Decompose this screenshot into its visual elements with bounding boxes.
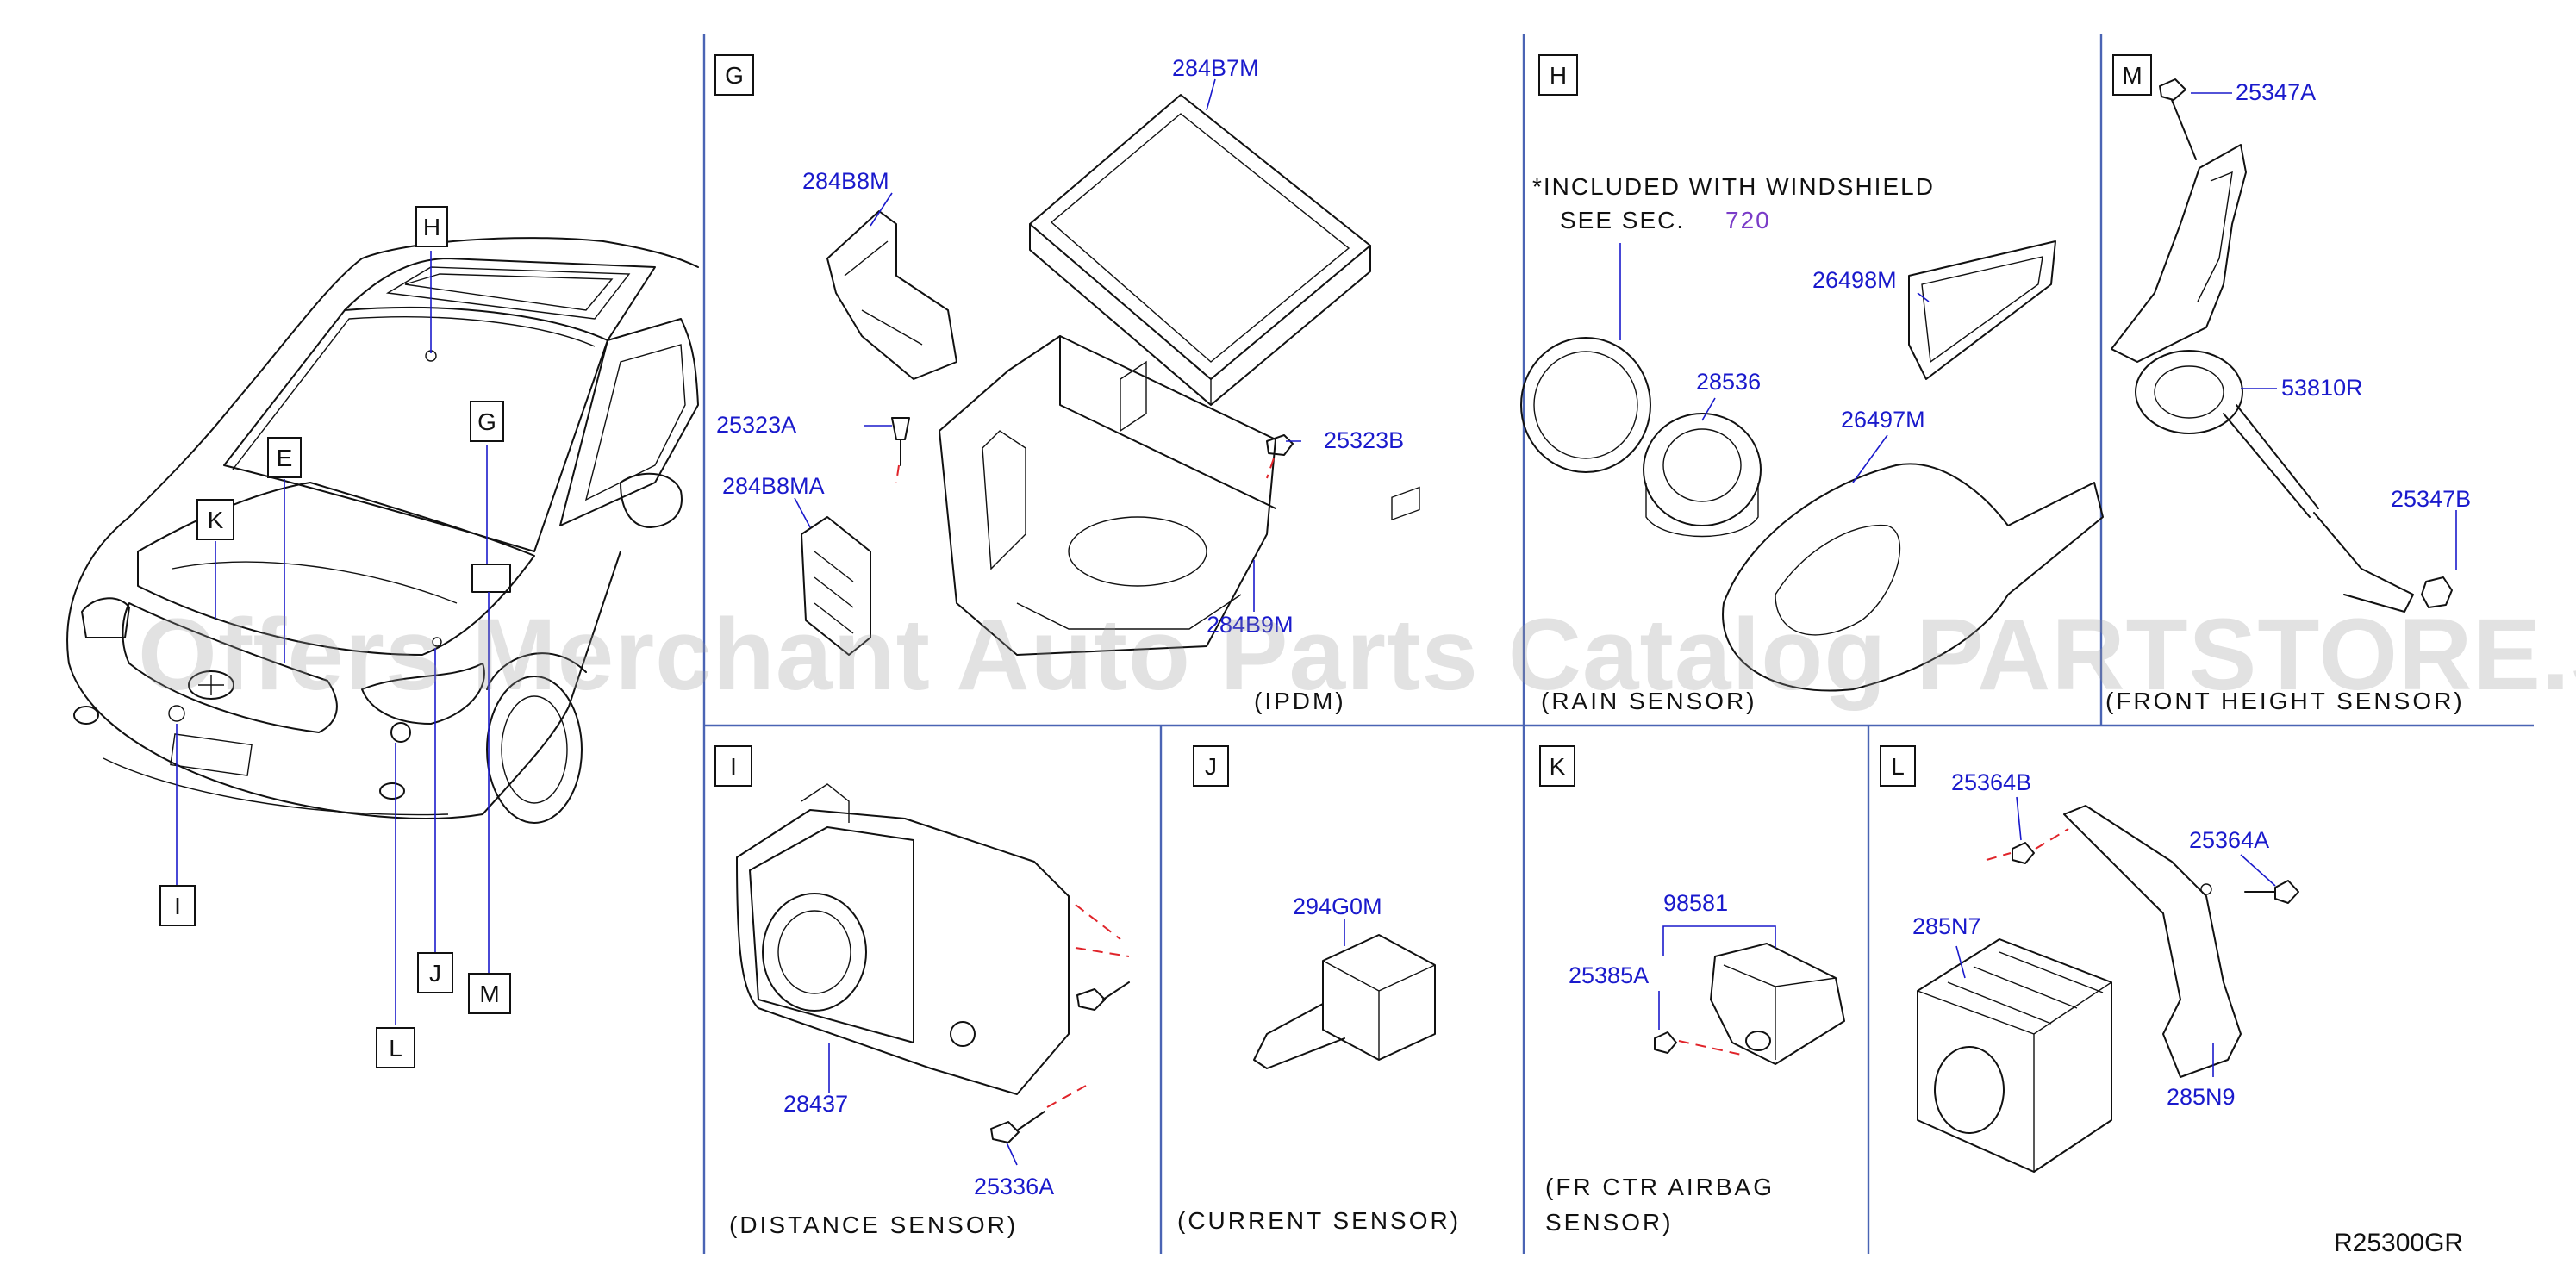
caption-ipdm: (IPDM) — [1254, 688, 1346, 714]
caption-rain-sensor: (RAIN SENSOR) — [1541, 688, 1757, 714]
section-ref-link[interactable]: 720 — [1725, 207, 1771, 234]
panel-h-letter: H — [1550, 62, 1567, 89]
part-294G0M: 294G0M — [1293, 894, 1382, 919]
callout-j: J — [429, 960, 441, 987]
caption-airbag-sensor-line1: (FR CTR AIRBAG — [1545, 1174, 1775, 1200]
part-28536: 28536 — [1696, 369, 1761, 395]
panel-k: K 98581 25385A (FR CTR AIRBAG SENSOR) — [1539, 745, 1845, 1236]
callout-h: H — [423, 214, 440, 240]
watermark: Offers Merchant Auto Parts Catalog PARTS… — [138, 598, 2576, 712]
part-25364B: 25364B — [1951, 769, 2031, 795]
callout-k: K — [208, 507, 224, 533]
part-53810R: 53810R — [2281, 375, 2363, 401]
part-285N7: 285N7 — [1912, 913, 1981, 939]
panel-g-letter: G — [725, 62, 744, 89]
panel-l: L 25364B 25364A 285N7 285N9 — [1880, 745, 2299, 1173]
caption-front-height-sensor: (FRONT HEIGHT SENSOR) — [2105, 688, 2465, 714]
panel-m-letter: M — [2122, 62, 2142, 89]
part-25336A: 25336A — [974, 1174, 1054, 1199]
panel-j: J 294G0M (CURRENT SENSOR) — [1177, 486, 1461, 1234]
vehicle-callouts: H G E K I J L M — [159, 206, 511, 1068]
part-25323A: 25323A — [716, 412, 796, 438]
part-25347B: 25347B — [2391, 486, 2471, 512]
panel-i-letter: I — [730, 753, 737, 780]
diagram-ref-code: R25300GR — [2334, 1229, 2463, 1257]
panel-k-letter: K — [1550, 753, 1566, 780]
part-26498M: 26498M — [1812, 267, 1897, 293]
part-284B8MA: 284B8MA — [722, 473, 825, 499]
part-25364A: 25364A — [2189, 827, 2269, 853]
part-26497M: 26497M — [1841, 407, 1925, 433]
part-284B8M: 284B8M — [802, 168, 889, 194]
part-25385A: 25385A — [1569, 962, 1649, 988]
part-28437: 28437 — [783, 1091, 848, 1117]
panel-dividers — [702, 34, 2534, 1254]
panel-j-letter: J — [1205, 753, 1217, 780]
callout-i: I — [174, 893, 181, 919]
callout-e: E — [277, 445, 293, 471]
caption-airbag-sensor-line2: SENSOR) — [1545, 1209, 1674, 1236]
panel-m: M 25347A 53810R 25347B (FRONT HEIGHT SEN… — [2105, 54, 2471, 714]
panel-h: H *INCLUDED WITH WINDSHIELD SEE SEC. 720… — [1520, 54, 2104, 714]
part-284B7M: 284B7M — [1172, 55, 1259, 81]
panel-i: I 28437 25336A (DISTANCE SENSOR) — [714, 745, 1130, 1238]
windshield-note: *INCLUDED WITH WINDSHIELD — [1532, 173, 1935, 200]
caption-current-sensor: (CURRENT SENSOR) — [1177, 1207, 1461, 1234]
see-section-note: SEE SEC. — [1560, 207, 1685, 234]
part-98581: 98581 — [1663, 890, 1728, 916]
part-285N9: 285N9 — [2167, 1084, 2236, 1110]
caption-distance-sensor: (DISTANCE SENSOR) — [729, 1211, 1018, 1238]
callout-g: G — [477, 408, 496, 435]
part-284B9M: 284B9M — [1207, 612, 1294, 638]
vehicle-overview — [66, 237, 699, 824]
callout-l: L — [389, 1035, 402, 1062]
part-25347A: 25347A — [2236, 79, 2316, 105]
panel-l-letter: L — [1891, 753, 1905, 780]
panel-g: G 284B7M 284B8M 25323A 253 — [714, 54, 1404, 714]
callout-m: M — [479, 981, 499, 1007]
part-25323B: 25323B — [1324, 427, 1404, 453]
